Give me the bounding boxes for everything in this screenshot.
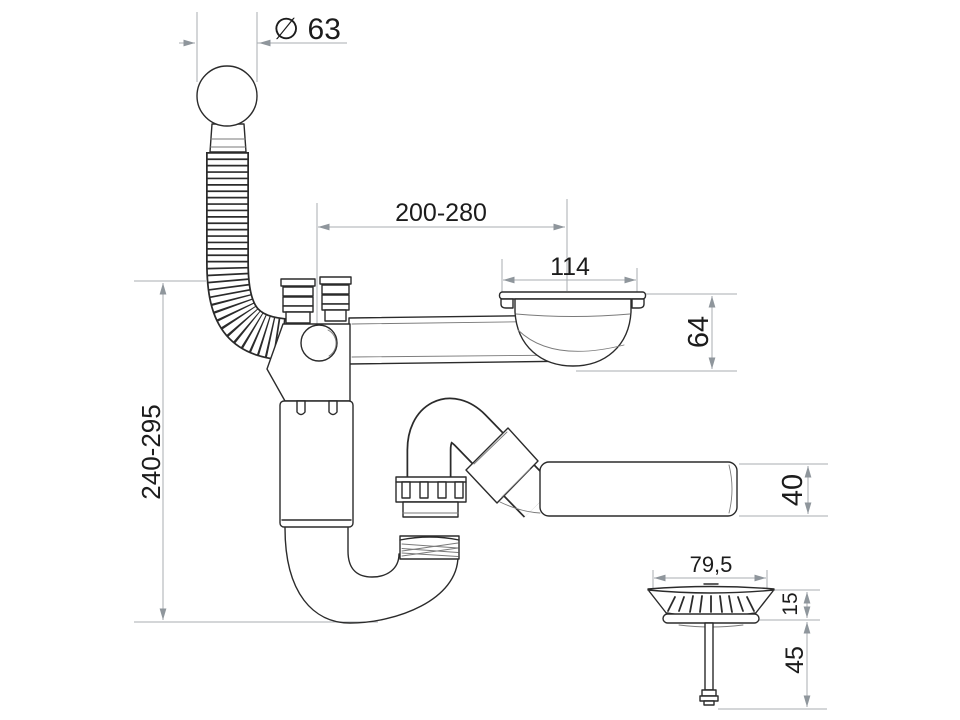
strainer-plug: [647, 583, 775, 706]
drain-bowl: [498, 291, 647, 367]
dimension-strainer-height: 15: [756, 589, 820, 621]
dim-label-overflow-diameter: ∅ 63: [273, 13, 341, 46]
dim-label-horizontal-reach: 200-280: [395, 199, 487, 227]
dim-label-vertical-reach: 240-295: [136, 404, 166, 499]
appliance-connector-right: [319, 276, 352, 322]
dimension-strainer-diameter: 79,5: [652, 552, 768, 589]
dimension-overflow-diameter: ∅ 63: [179, 12, 347, 82]
strainer-slats: [667, 595, 755, 613]
threaded-outlet: [399, 535, 460, 560]
dim-label-drain-height: 64: [683, 316, 715, 348]
dim-label-stem-length: 45: [781, 646, 809, 674]
trap-cup-body: [279, 400, 354, 528]
dim-label-flange-width: 114: [550, 253, 590, 281]
union-nut: [395, 476, 467, 518]
strainer-stem-tip: [699, 689, 719, 706]
outlet-elbow: [406, 397, 557, 518]
dimension-flange-width: 114: [501, 253, 638, 292]
appliance-connector-left: [280, 278, 316, 324]
dimension-drain-height: 64: [576, 293, 737, 372]
dimension-vertical-reach: 240-295: [134, 280, 378, 623]
compression-sleeve: [465, 427, 541, 514]
dim-label-strainer-height: 15: [779, 592, 802, 615]
dim-label-strainer-diameter: 79,5: [690, 552, 733, 577]
outlet-pipe: [539, 461, 738, 517]
overflow-cap: [196, 65, 258, 153]
dimension-stem-length: 45: [718, 622, 827, 710]
u-bend: [284, 527, 459, 624]
dimension-outlet-diameter: 40: [739, 463, 828, 517]
trap-inlet-head: [266, 323, 351, 402]
dimension-horizontal-reach: 200-280: [316, 199, 568, 326]
dim-label-outlet-diameter: 40: [777, 474, 809, 506]
